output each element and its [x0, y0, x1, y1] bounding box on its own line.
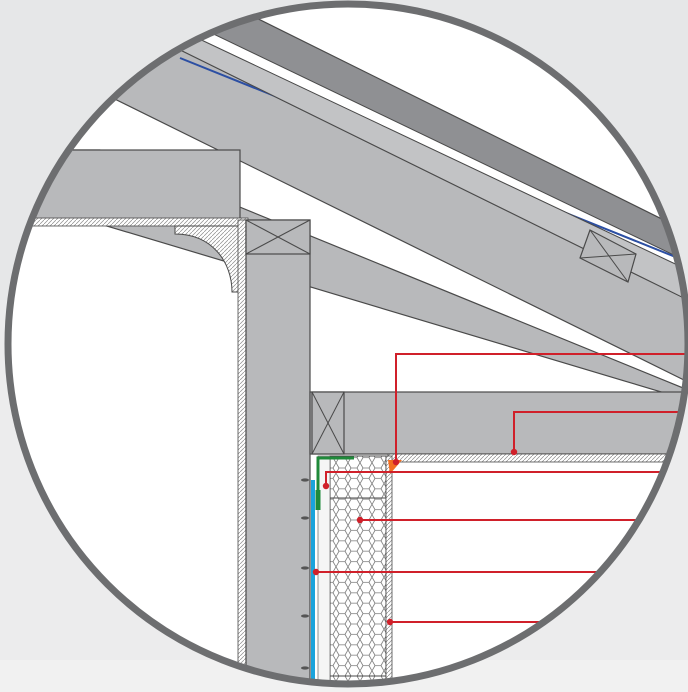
callout-leader-2: [513, 411, 688, 452]
wall-lining-left: [237, 219, 247, 684]
callout-dot-4: [356, 516, 364, 524]
wall-stud: [245, 219, 311, 684]
wall-lining-right: [385, 455, 393, 684]
callout-dot-1: [392, 458, 400, 466]
fixings: [301, 478, 309, 670]
callout-dot-3: [322, 482, 330, 490]
callout-dot-6: [386, 618, 394, 626]
ceiling-plasterboard: [19, 217, 249, 227]
callout-dot-5: [312, 568, 320, 576]
callout-leader-3: [325, 471, 688, 486]
crossed-timber-block-icon: [311, 391, 345, 455]
ceiling-plasterboard-right: [387, 453, 688, 463]
magnifier-circle-border: [4, 0, 688, 688]
crossed-timber-block-icon: [579, 229, 637, 283]
cornice-moulding: [174, 225, 241, 293]
ceiling-joist-right: [309, 391, 688, 455]
callout-dots: [312, 448, 518, 626]
callout-dot-2: [510, 448, 518, 456]
crossed-timber-block-icon: [245, 219, 311, 255]
callout-leader-1: [395, 353, 688, 462]
insulation-honeycomb-pattern: [329, 455, 387, 684]
